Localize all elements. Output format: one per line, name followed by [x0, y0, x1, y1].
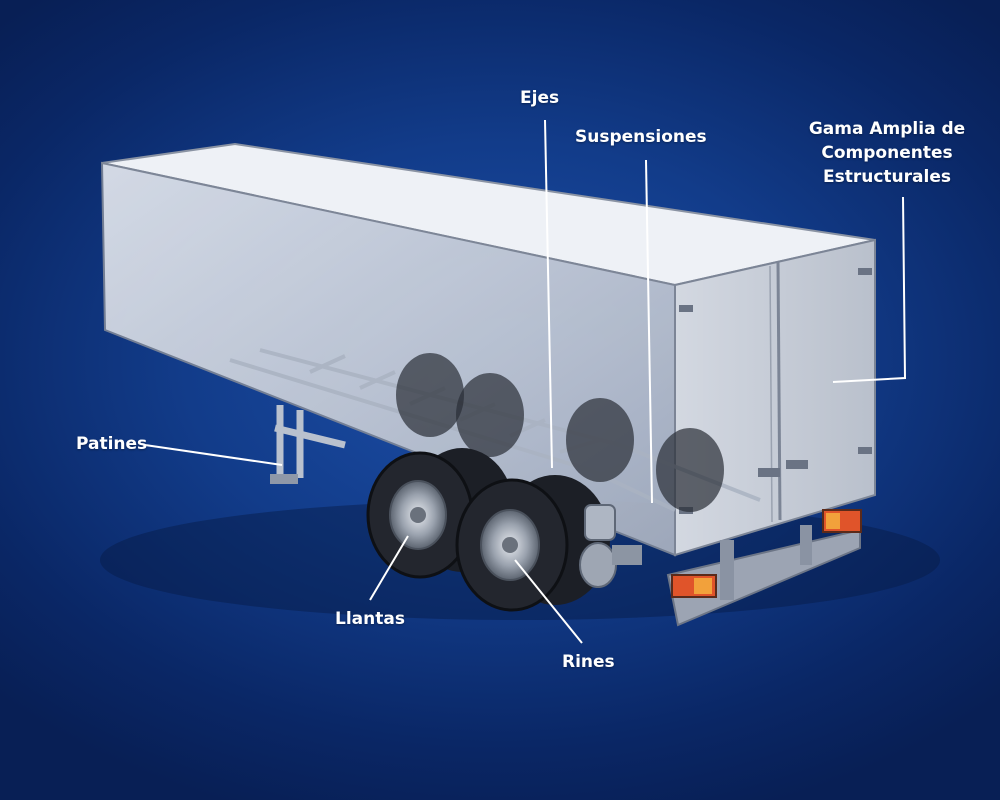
callout-line-ejes [544, 119, 553, 469]
landing-legs [274, 405, 346, 480]
label-componentes-line-2: Componentes [821, 143, 953, 163]
label-componentes-estructurales: Gama Amplia de Componentes Estructurales [796, 117, 978, 189]
rear-bumper [666, 525, 861, 627]
label-llantas: Llantas [335, 609, 405, 629]
landing-leg-foot [270, 474, 298, 484]
callout-line-suspensiones [645, 159, 653, 504]
label-rines: Rines [562, 652, 615, 672]
label-patines: Patines [76, 434, 148, 454]
door-handle [758, 468, 780, 477]
label-suspensiones: Suspensiones [575, 127, 707, 147]
label-ejes: Ejes [520, 88, 560, 108]
trailer-rear [674, 238, 876, 557]
suspension-assembly [579, 504, 642, 588]
callout-line-rines [514, 559, 583, 644]
tire-rear [455, 475, 610, 612]
label-componentes-line-3: Estructurales [823, 167, 951, 187]
callout-lines [144, 119, 907, 644]
callout-line-patines [144, 444, 283, 466]
door-hinge [679, 305, 693, 312]
label-componentes-line-1: Gama Amplia de [808, 119, 966, 139]
callout-line-componentes [832, 196, 907, 383]
callout-line-llantas [369, 535, 409, 601]
rear-door-split [776, 261, 782, 521]
